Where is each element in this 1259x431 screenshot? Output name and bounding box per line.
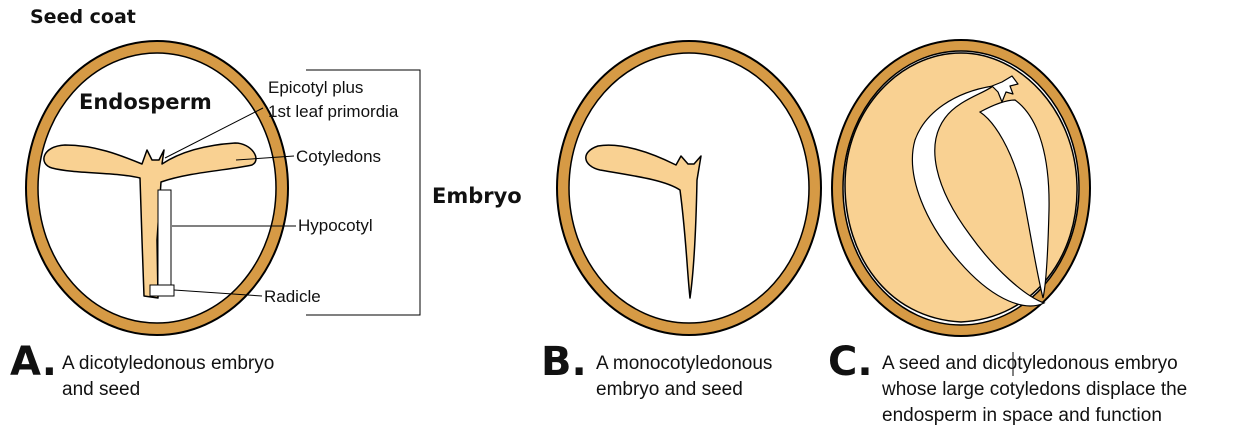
panel-c-caption-line3: endosperm in space and function (882, 403, 1162, 429)
panel-a-caption-line1: A dicotyledonous embryo (62, 351, 274, 377)
panel-b-caption-line1: A monocotyledonous (596, 351, 772, 377)
hypocotyl-marker (158, 190, 171, 288)
epicotyl-label-line1: Epicotyl plus (268, 77, 363, 98)
panel-c-caption-line1: A seed and dicotyledonous embryo (882, 351, 1178, 377)
cotyledons-label: Cotyledons (296, 146, 381, 167)
panel-b-caption-line2: embryo and seed (596, 377, 743, 403)
panel-a-caption-line2: and seed (62, 377, 140, 403)
panel-c-caption-line2: whose large cotyledons displace the (882, 377, 1187, 403)
radicle-label: Radicle (264, 286, 321, 307)
panel-c-letter: C. (828, 342, 873, 382)
epicotyl-label-line2: 1st leaf primordia (268, 101, 398, 122)
endosperm-label: Endosperm (79, 88, 212, 116)
embryo-label: Embryo (432, 182, 522, 210)
panel-b-letter: B. (541, 342, 587, 382)
seed-c (832, 40, 1090, 336)
seed-coat-label: Seed coat (30, 4, 136, 30)
radicle-marker (150, 285, 174, 296)
hypocotyl-label: Hypocotyl (298, 215, 373, 236)
seed-b (557, 41, 821, 335)
panel-a-letter: A. (10, 342, 57, 382)
